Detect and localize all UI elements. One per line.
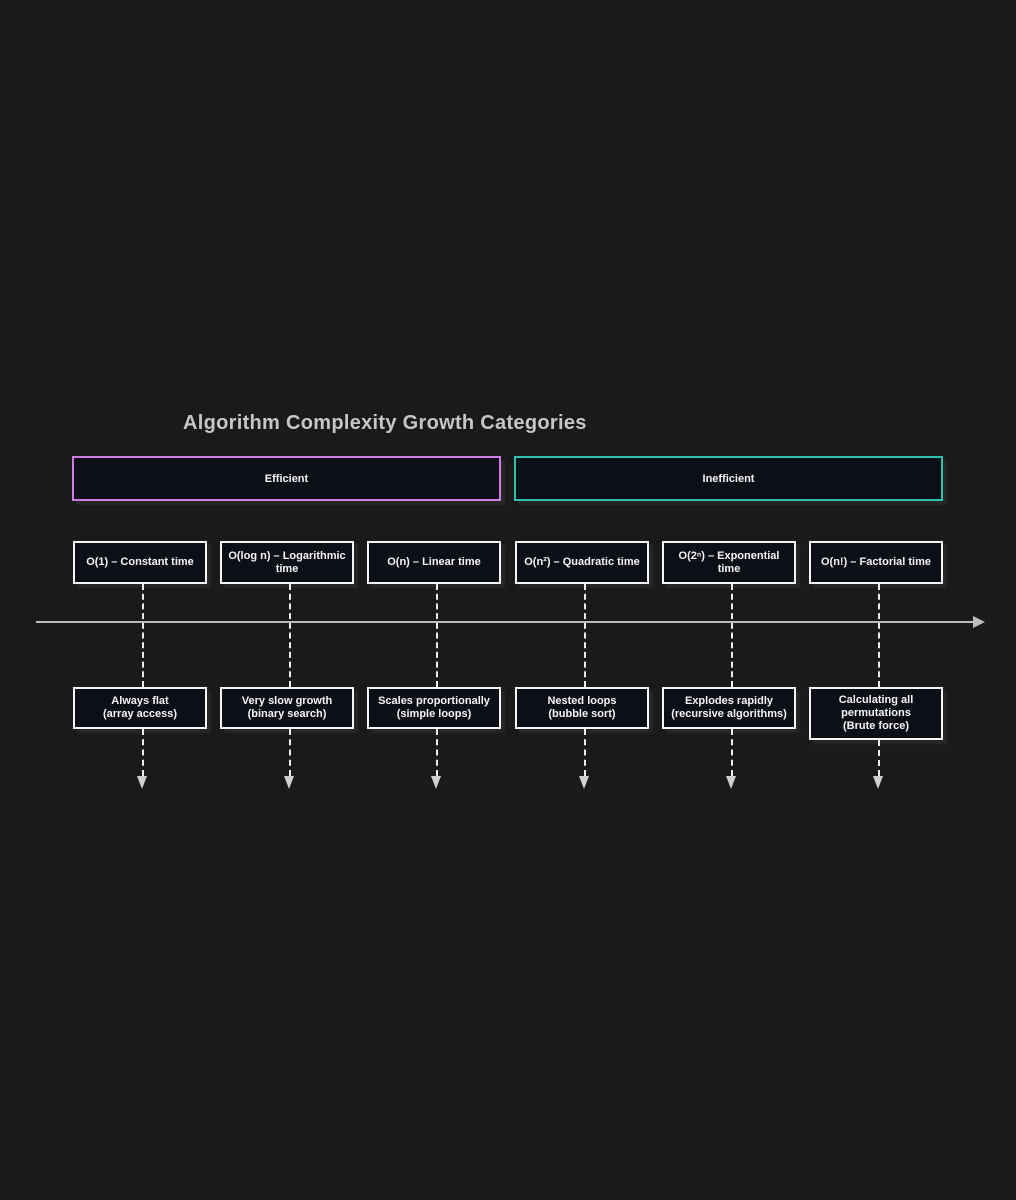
down-arrowhead-icon: [136, 776, 147, 789]
connector-dashed-line: [289, 729, 291, 776]
connector-dashed-line: [584, 584, 586, 687]
connector-dashed-line: [584, 729, 586, 776]
connector-dashed-line: [142, 729, 144, 776]
down-arrowhead-icon: [872, 776, 883, 789]
group-label-inefficient: Inefficient: [702, 472, 755, 485]
column-linear-time: O(n) – Linear time Scales proportionally…: [367, 0, 501, 795]
category-box-o2n: O(2ⁿ) – Exponential time: [662, 541, 796, 584]
group-box-efficient: Efficient: [72, 456, 501, 501]
axis-arrowhead-icon: [973, 616, 985, 628]
group-box-inefficient: Inefficient: [514, 456, 943, 501]
group-label-efficient: Efficient: [264, 472, 309, 485]
diagram-title: Algorithm Complexity Growth Categories: [183, 412, 587, 434]
description-box-on-factorial: Calculating all permutations (Brute forc…: [809, 687, 943, 740]
description-box-o2n: Explodes rapidly (recursive algorithms): [662, 687, 796, 729]
connector-dashed-line: [289, 584, 291, 687]
column-quadratic-time: O(n²) – Quadratic time Nested loops (bub…: [515, 0, 649, 795]
connector-dashed-line: [731, 729, 733, 776]
down-arrowhead-icon: [725, 776, 736, 789]
connector-dashed-line: [878, 740, 880, 776]
description-box-o1: Always flat (array access): [73, 687, 207, 729]
connector-dashed-line: [731, 584, 733, 687]
timeline-axis: [36, 621, 973, 623]
down-arrowhead-icon: [430, 776, 441, 789]
column-exponential-time: O(2ⁿ) – Exponential time Explodes rapidl…: [662, 0, 796, 795]
connector-dashed-line: [878, 584, 880, 687]
column-factorial-time: O(n!) – Factorial time Calculating all p…: [809, 0, 943, 795]
column-constant-time: O(1) – Constant time Always flat (array …: [73, 0, 207, 795]
description-box-on: Scales proportionally (simple loops): [367, 687, 501, 729]
column-logarithmic-time: O(log n) – Logarithmic time Very slow gr…: [220, 0, 354, 795]
description-box-olog-n: Very slow growth (binary search): [220, 687, 354, 729]
down-arrowhead-icon: [578, 776, 589, 789]
category-box-olog-n: O(log n) – Logarithmic time: [220, 541, 354, 584]
connector-dashed-line: [436, 584, 438, 687]
category-box-on2: O(n²) – Quadratic time: [515, 541, 649, 584]
category-box-on-factorial: O(n!) – Factorial time: [809, 541, 943, 584]
down-arrowhead-icon: [283, 776, 294, 789]
category-box-on: O(n) – Linear time: [367, 541, 501, 584]
connector-dashed-line: [142, 584, 144, 687]
description-box-on2: Nested loops (bubble sort): [515, 687, 649, 729]
connector-dashed-line: [436, 729, 438, 776]
category-box-o1: O(1) – Constant time: [73, 541, 207, 584]
